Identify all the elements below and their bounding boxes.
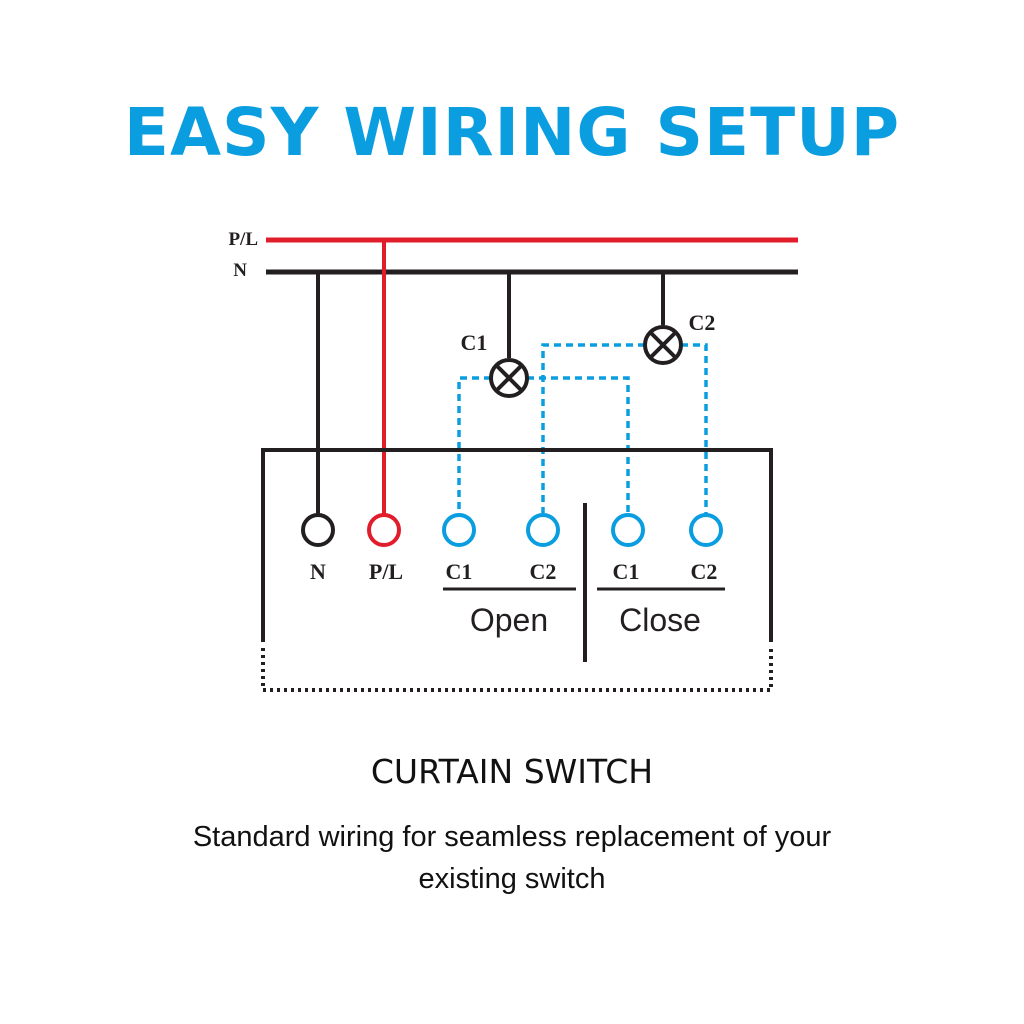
lamp-c1-dashed-wires — [457, 376, 630, 514]
terminal-open-c2 — [526, 513, 560, 547]
terminal-close-c2 — [689, 513, 723, 547]
close-group-label: Close — [619, 602, 701, 638]
terminal-open-c1 — [442, 513, 476, 547]
lamp-c2-icon — [643, 325, 683, 365]
terminal-open-c2-label: C2 — [530, 559, 557, 584]
lamp-c1-icon — [489, 358, 529, 398]
terminal-close-c1-label: C1 — [613, 559, 640, 584]
terminal-open-c1-label: C1 — [446, 559, 473, 584]
terminal-pl-label: P/L — [369, 559, 403, 584]
terminal-pl — [367, 513, 401, 547]
phase-rail-label: P/L — [228, 229, 258, 250]
terminal-n-label: N — [310, 559, 326, 584]
terminal-close-c2-label: C2 — [691, 559, 718, 584]
open-group-label: Open — [470, 602, 548, 638]
product-description-line-2: existing switch — [418, 863, 606, 895]
product-title: CURTAIN SWITCH — [370, 752, 654, 791]
switch-housing-outline — [261, 448, 773, 642]
product-description-line-1: Standard wiring for seamless replacement… — [192, 821, 832, 853]
terminal-n — [301, 513, 335, 547]
terminal-close-c1 — [611, 513, 645, 547]
lamp-c2-label: C2 — [689, 310, 716, 335]
page-title: EASY WIRING SETUP — [123, 94, 901, 171]
neutral-rail-label: N — [233, 260, 247, 281]
lamp-c2-dashed-wires — [541, 343, 708, 514]
switch-housing-dotted-bottom — [261, 648, 773, 692]
lamp-c1-label: C1 — [461, 330, 488, 355]
product-description: Standard wiring for seamless replacement… — [112, 816, 912, 900]
